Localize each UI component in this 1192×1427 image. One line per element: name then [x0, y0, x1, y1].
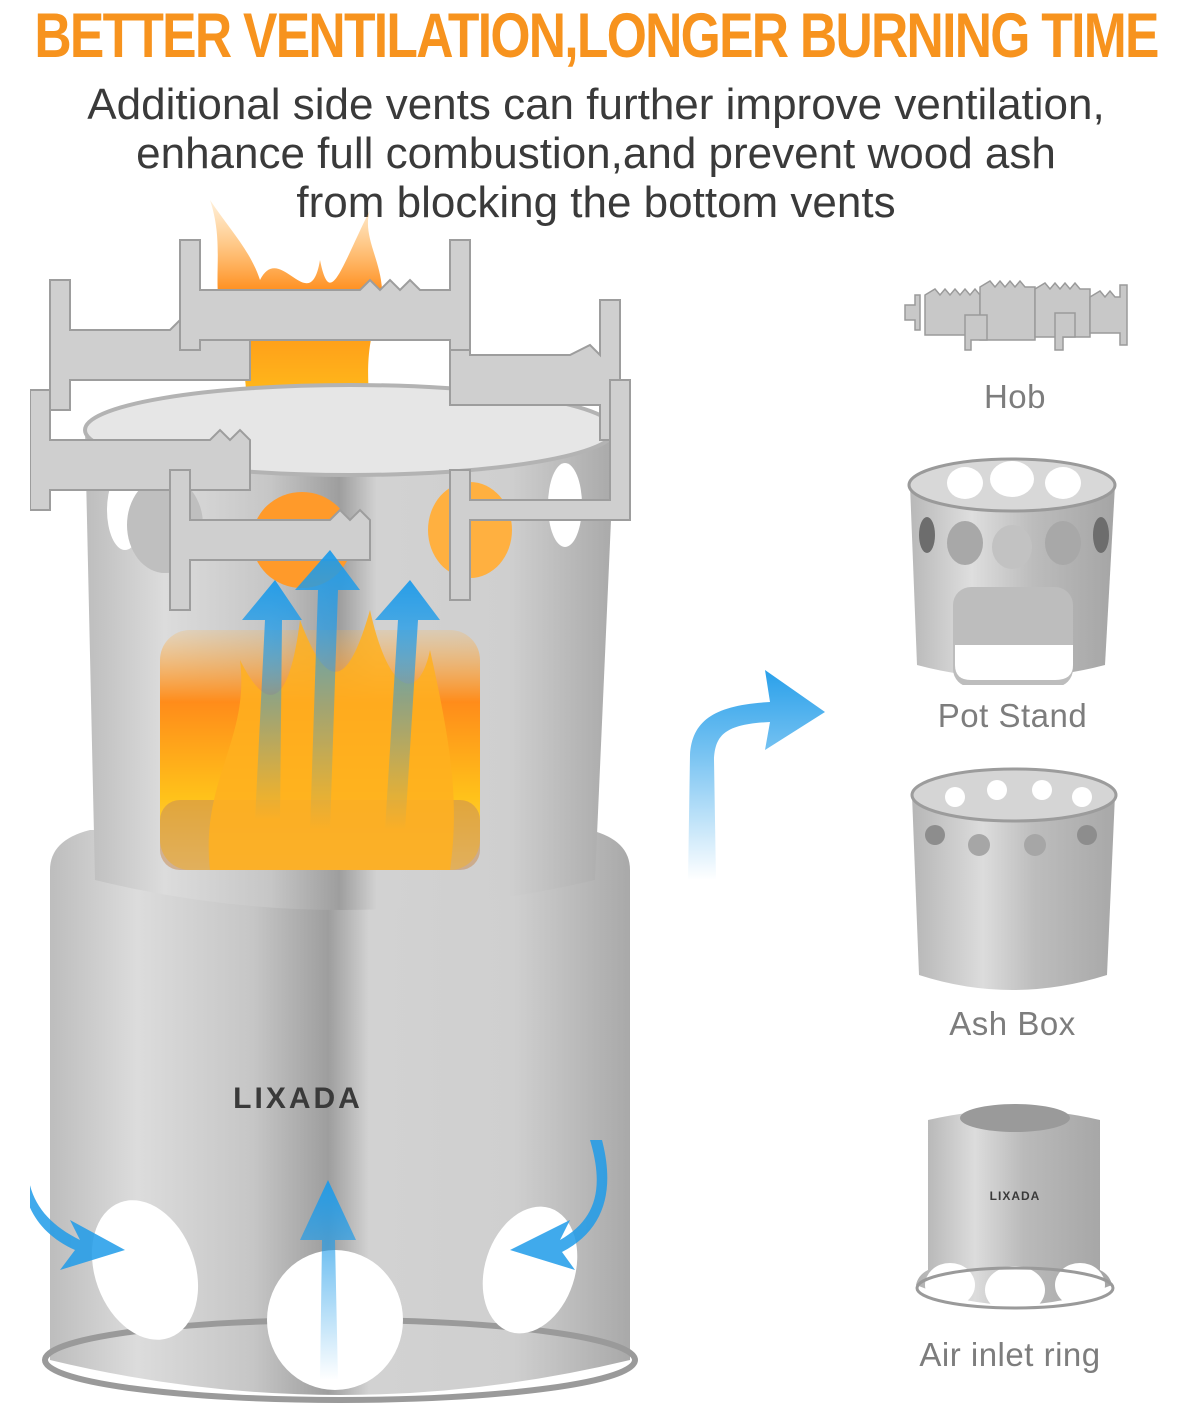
part-label-hob: Hob — [983, 378, 1047, 415]
part-label-pot-stand: Pot Stand — [937, 697, 1088, 734]
brand-logo: LIXADA — [233, 1082, 363, 1115]
part-air-inlet-ring: LIXADA — [910, 1100, 1120, 1320]
description-line-1: Additional side vents can further improv… — [87, 80, 1105, 129]
brand-logo-small: LIXADA — [990, 1189, 1041, 1203]
part-label-ash-box: Ash Box — [949, 1005, 1076, 1042]
air-inlet-ring-icon: LIXADA — [915, 1104, 1115, 1314]
ash-box-icon — [910, 767, 1118, 990]
description-line-3: from blocking the bottom vents — [296, 178, 896, 227]
curved-arrow-icon — [670, 660, 840, 890]
part-label-air-inlet-ring: Air inlet ring — [919, 1336, 1101, 1373]
description: Additional side vents can further improv… — [0, 80, 1192, 227]
hob-grate-icon — [904, 279, 1128, 351]
hob-grate — [30, 239, 631, 611]
airflow-arrows-bottom — [30, 1140, 608, 1380]
headline: BETTER VENTILATION,LONGER BURNING TIME — [34, 0, 1159, 71]
part-ash-box — [907, 765, 1122, 1000]
assembled-stove-image: LIXADA — [30, 180, 650, 1420]
part-pot-stand — [905, 455, 1120, 685]
pot-stand-icon — [907, 457, 1117, 685]
description-line-2: enhance full combustion,and prevent wood… — [136, 129, 1056, 178]
part-hob — [895, 275, 1135, 355]
airflow-arrows-inner — [242, 550, 440, 830]
